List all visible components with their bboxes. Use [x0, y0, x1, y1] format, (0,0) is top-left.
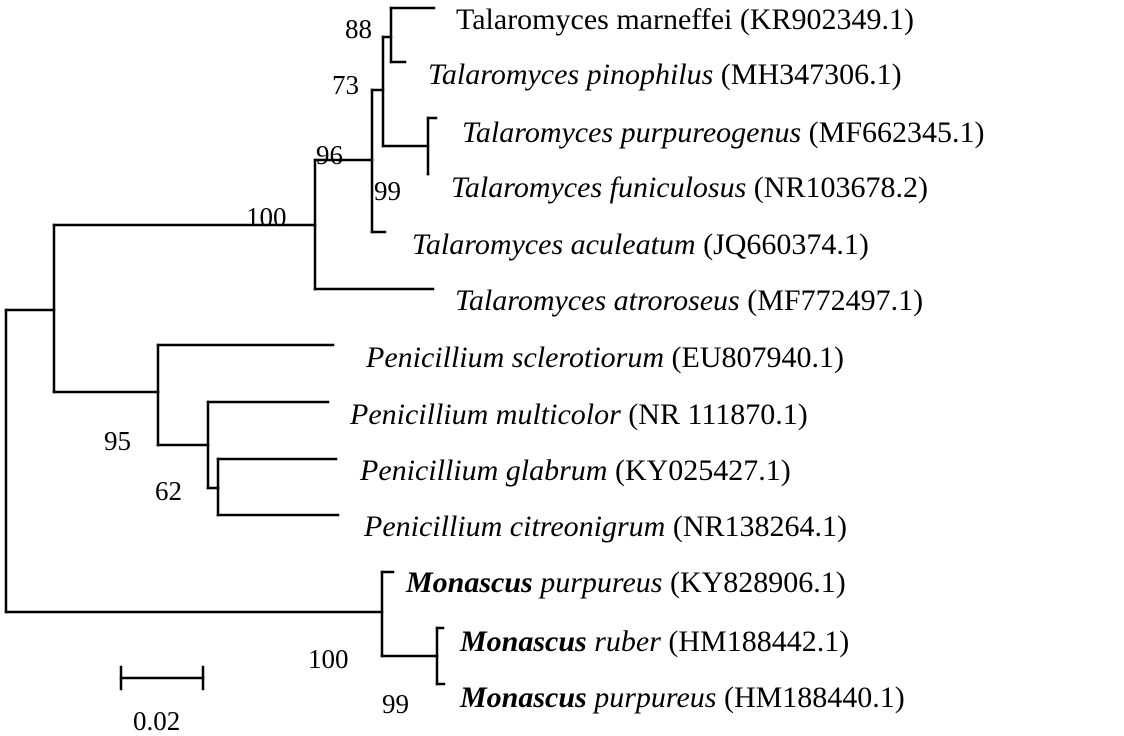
- bootstrap-value: 73: [332, 70, 359, 100]
- taxon-label: Monascus purpureus (HM188440.1): [459, 681, 905, 714]
- bootstrap-value: 100: [246, 202, 287, 232]
- bootstrap-value: 100: [308, 644, 349, 674]
- taxon-label: Talaromyces atroroseus (MF772497.1): [455, 284, 923, 317]
- taxon-accession: (EU807940.1): [664, 341, 844, 374]
- taxon-accession: (NR103678.2): [746, 171, 928, 204]
- taxon-label: Penicillium citreonigrum (NR138264.1): [363, 510, 847, 543]
- tree-branches: [4, 6, 446, 686]
- taxon-name: Monascus: [459, 681, 587, 714]
- taxon-label: Penicillium multicolor (NR 111870.1): [349, 398, 808, 431]
- taxon-labels: Talaromyces marneffei (KR902349.1)Talaro…: [349, 3, 985, 714]
- taxon-label: Talaromyces pinophilus (MH347306.1): [428, 58, 902, 91]
- bootstrap-value: 62: [155, 476, 182, 506]
- taxon-name: Talaromyces pinophilus: [428, 58, 713, 91]
- taxon-label: Talaromyces aculeatum (JQ660374.1): [412, 228, 869, 261]
- taxon-label: Monascus ruber (HM188442.1): [459, 625, 849, 658]
- taxon-name: Talaromyces purpureogenus: [462, 116, 801, 149]
- taxon-label: Talaromyces marneffei (KR902349.1): [456, 3, 914, 36]
- bootstrap-value: 95: [104, 426, 131, 456]
- taxon-label: Penicillium glabrum (KY025427.1): [359, 454, 791, 487]
- taxon-name: Talaromyces marneffei: [456, 3, 732, 36]
- bootstrap-value: 99: [374, 176, 401, 206]
- taxon-accession: (JQ660374.1): [696, 228, 869, 261]
- taxon-label: Talaromyces purpureogenus (MF662345.1): [462, 116, 985, 149]
- scale-bar-label: 0.02: [133, 706, 180, 736]
- scale-bar: 0.02: [119, 665, 205, 736]
- taxon-accession: (NR 111870.1): [621, 398, 808, 431]
- taxon-accession: (NR138264.1): [665, 510, 847, 543]
- taxon-name: purpureus: [587, 681, 717, 714]
- taxon-name: ruber: [587, 625, 661, 658]
- taxon-name: Monascus: [405, 566, 533, 599]
- taxon-name: Penicillium citreonigrum: [363, 510, 665, 543]
- taxon-accession: (KY828906.1): [662, 566, 845, 599]
- bootstrap-value: 99: [382, 689, 409, 719]
- taxon-name: Penicillium multicolor: [349, 398, 621, 431]
- taxon-accession: (KR902349.1): [732, 3, 914, 36]
- taxon-label: Talaromyces funiculosus (NR103678.2): [451, 171, 928, 204]
- taxon-name: purpureus: [533, 566, 663, 599]
- taxon-label: Monascus purpureus (KY828906.1): [405, 566, 846, 599]
- taxon-name: Penicillium glabrum: [359, 454, 607, 487]
- taxon-name: Monascus: [459, 625, 587, 658]
- taxon-name: Talaromyces aculeatum: [412, 228, 696, 261]
- taxon-name: Talaromyces atroroseus: [455, 284, 740, 317]
- taxon-accession: (HM188442.1): [661, 625, 849, 658]
- taxon-name: Talaromyces funiculosus: [451, 171, 746, 204]
- bootstrap-value: 96: [316, 140, 343, 170]
- taxon-accession: (MF662345.1): [801, 116, 984, 149]
- taxon-label: Penicillium sclerotiorum (EU807940.1): [365, 341, 844, 374]
- bootstrap-value: 88: [345, 14, 372, 44]
- bootstrap-values: 88 73 96 99 100 95 62 100 99: [104, 14, 409, 719]
- taxon-accession: (MH347306.1): [713, 58, 901, 91]
- taxon-accession: (KY025427.1): [607, 454, 790, 487]
- taxon-accession: (HM188440.1): [716, 681, 904, 714]
- taxon-name: Penicillium sclerotiorum: [365, 341, 664, 374]
- taxon-accession: (MF772497.1): [740, 284, 923, 317]
